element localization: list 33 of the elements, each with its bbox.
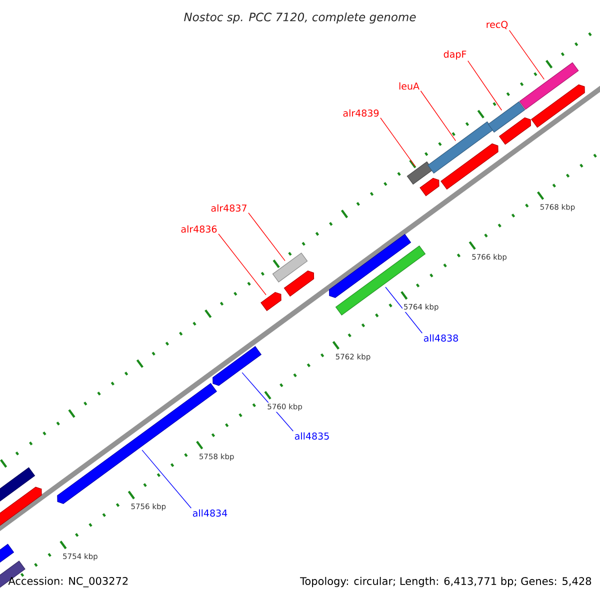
gene-label: dapF: [444, 50, 466, 60]
genome-info-text: Topology: circular; Length: 6,413,771 bp; Genes: 5,428: [300, 576, 592, 588]
gene-bar: [0, 544, 14, 564]
gene-bar: [488, 101, 526, 133]
gene-label: alr4837: [211, 204, 246, 212]
leader-line: [218, 234, 266, 296]
leader-line: [380, 118, 416, 167]
gene-bar: [0, 486, 42, 526]
leader-line: [508, 30, 544, 80]
gene-label: alr4839: [343, 109, 379, 117]
gene-label: all4838: [424, 334, 458, 342]
accession-text: Accession: NC_003272: [8, 576, 128, 588]
gene-bar: [272, 252, 308, 282]
leader-line: [420, 90, 456, 142]
gene-label: all4834: [192, 509, 228, 517]
gene-label: alr4836: [181, 225, 217, 233]
leader-line: [385, 286, 423, 334]
gene-bar: [284, 270, 314, 297]
title: Nostoc sp. PCC 7120, complete genome: [184, 12, 416, 24]
leader-line: [468, 60, 502, 111]
gene-bar: [531, 84, 585, 128]
gene-label: recQ: [486, 20, 508, 30]
gene-bar: [440, 143, 498, 190]
gene-bar: [260, 292, 282, 312]
gene-bar: [406, 161, 434, 185]
gene-bar: [212, 346, 262, 386]
leader-line: [248, 212, 286, 262]
gene-bar: [420, 178, 440, 196]
gene-label: leuA: [399, 82, 420, 90]
gene-bar: [519, 62, 579, 110]
gene-bar: [57, 382, 217, 504]
gene-label: all4835: [294, 432, 329, 440]
leader-line: [142, 450, 192, 508]
